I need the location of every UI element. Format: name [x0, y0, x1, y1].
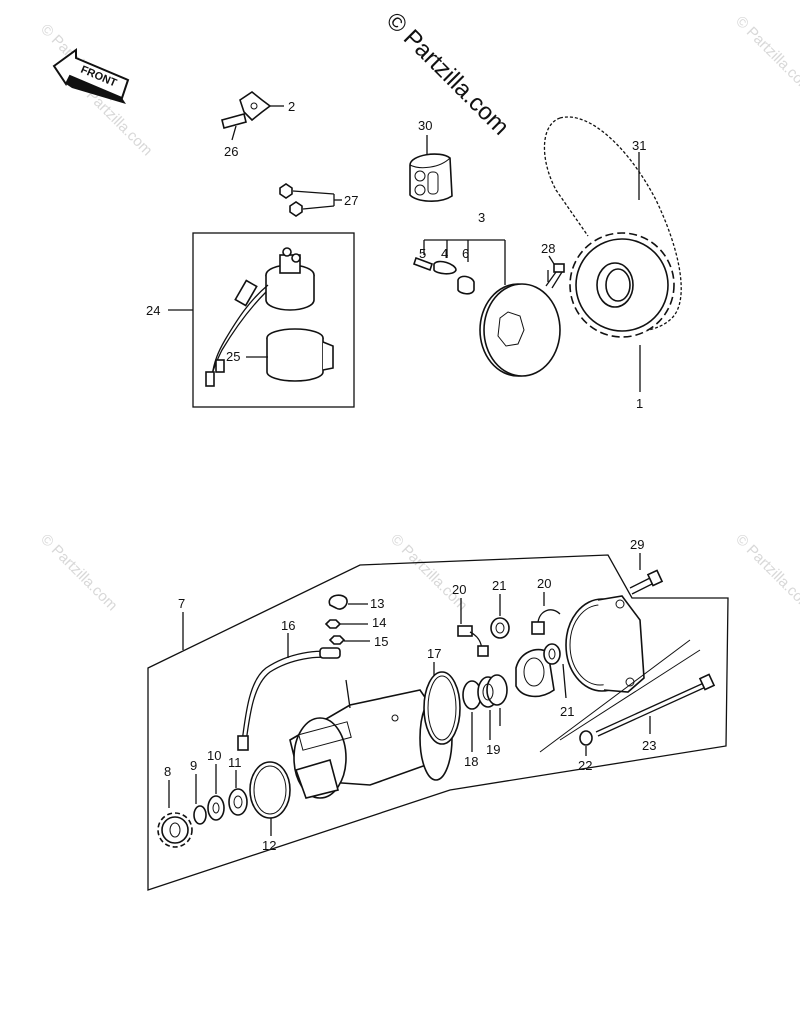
callout-22: 22	[578, 758, 592, 773]
watermark-tr: © Partzilla.com	[732, 13, 800, 96]
end-cover	[565, 595, 645, 693]
o-ring-part-17	[423, 662, 461, 745]
callout-31: 31	[632, 138, 646, 153]
washers-18-19	[462, 674, 508, 752]
callout-13: 13	[370, 596, 384, 611]
watermark-mr: © Partzilla.com	[732, 531, 800, 614]
chain-guide-part-30	[409, 135, 453, 202]
callout-10: 10	[207, 748, 221, 763]
callout-25: 25	[226, 349, 240, 364]
callout-17: 17	[427, 646, 441, 661]
callout-30: 30	[418, 118, 432, 133]
callout-5: 5	[419, 246, 426, 261]
callout-19: 19	[486, 742, 500, 757]
clutch-parts-3-6	[412, 239, 561, 377]
callout-29: 29	[630, 537, 644, 552]
callout-15: 15	[374, 634, 388, 649]
sprocket-and-chain	[543, 116, 682, 392]
callout-21a: 21	[492, 578, 506, 593]
callout-2: 2	[288, 99, 295, 114]
bushing-parts-21	[490, 594, 567, 699]
callout-23: 23	[642, 738, 656, 753]
through-bolt-23	[539, 639, 716, 756]
brush-plate	[515, 648, 555, 698]
callout-1: 1	[636, 396, 643, 411]
brush-parts-20	[457, 592, 561, 657]
callout-20a: 20	[452, 582, 466, 597]
callout-9: 9	[190, 758, 197, 773]
watermark-ml: © Partzilla.com	[37, 531, 120, 614]
callout-18: 18	[464, 754, 478, 769]
callout-24: 24	[146, 303, 160, 318]
bracket-part-2	[221, 91, 284, 141]
callout-21b: 21	[560, 704, 574, 719]
callout-6: 6	[462, 246, 469, 261]
callout-12: 12	[262, 838, 276, 853]
nuts-part-27	[279, 183, 342, 217]
watermark-mc: © Partzilla.com	[387, 531, 470, 614]
callout-11: 11	[228, 755, 242, 770]
callout-8: 8	[164, 764, 171, 779]
bolt-part-29	[629, 553, 664, 595]
cable-and-terminal	[237, 594, 370, 751]
watermark-main: © Partzilla.com	[381, 7, 514, 140]
callout-27: 27	[344, 193, 358, 208]
starter-motor-panel-7	[147, 554, 729, 891]
callout-20b: 20	[537, 576, 551, 591]
bolt-part-28	[545, 255, 565, 289]
callout-3: 3	[478, 210, 485, 225]
pinion-and-washers-8-12	[157, 761, 291, 848]
callout-7: 7	[178, 596, 185, 611]
callout-4: 4	[441, 246, 448, 261]
callout-28: 28	[541, 241, 555, 256]
callout-16: 16	[281, 618, 295, 633]
starter-relay-box-24	[168, 232, 355, 408]
callout-26: 26	[224, 144, 238, 159]
callout-14: 14	[372, 615, 386, 630]
